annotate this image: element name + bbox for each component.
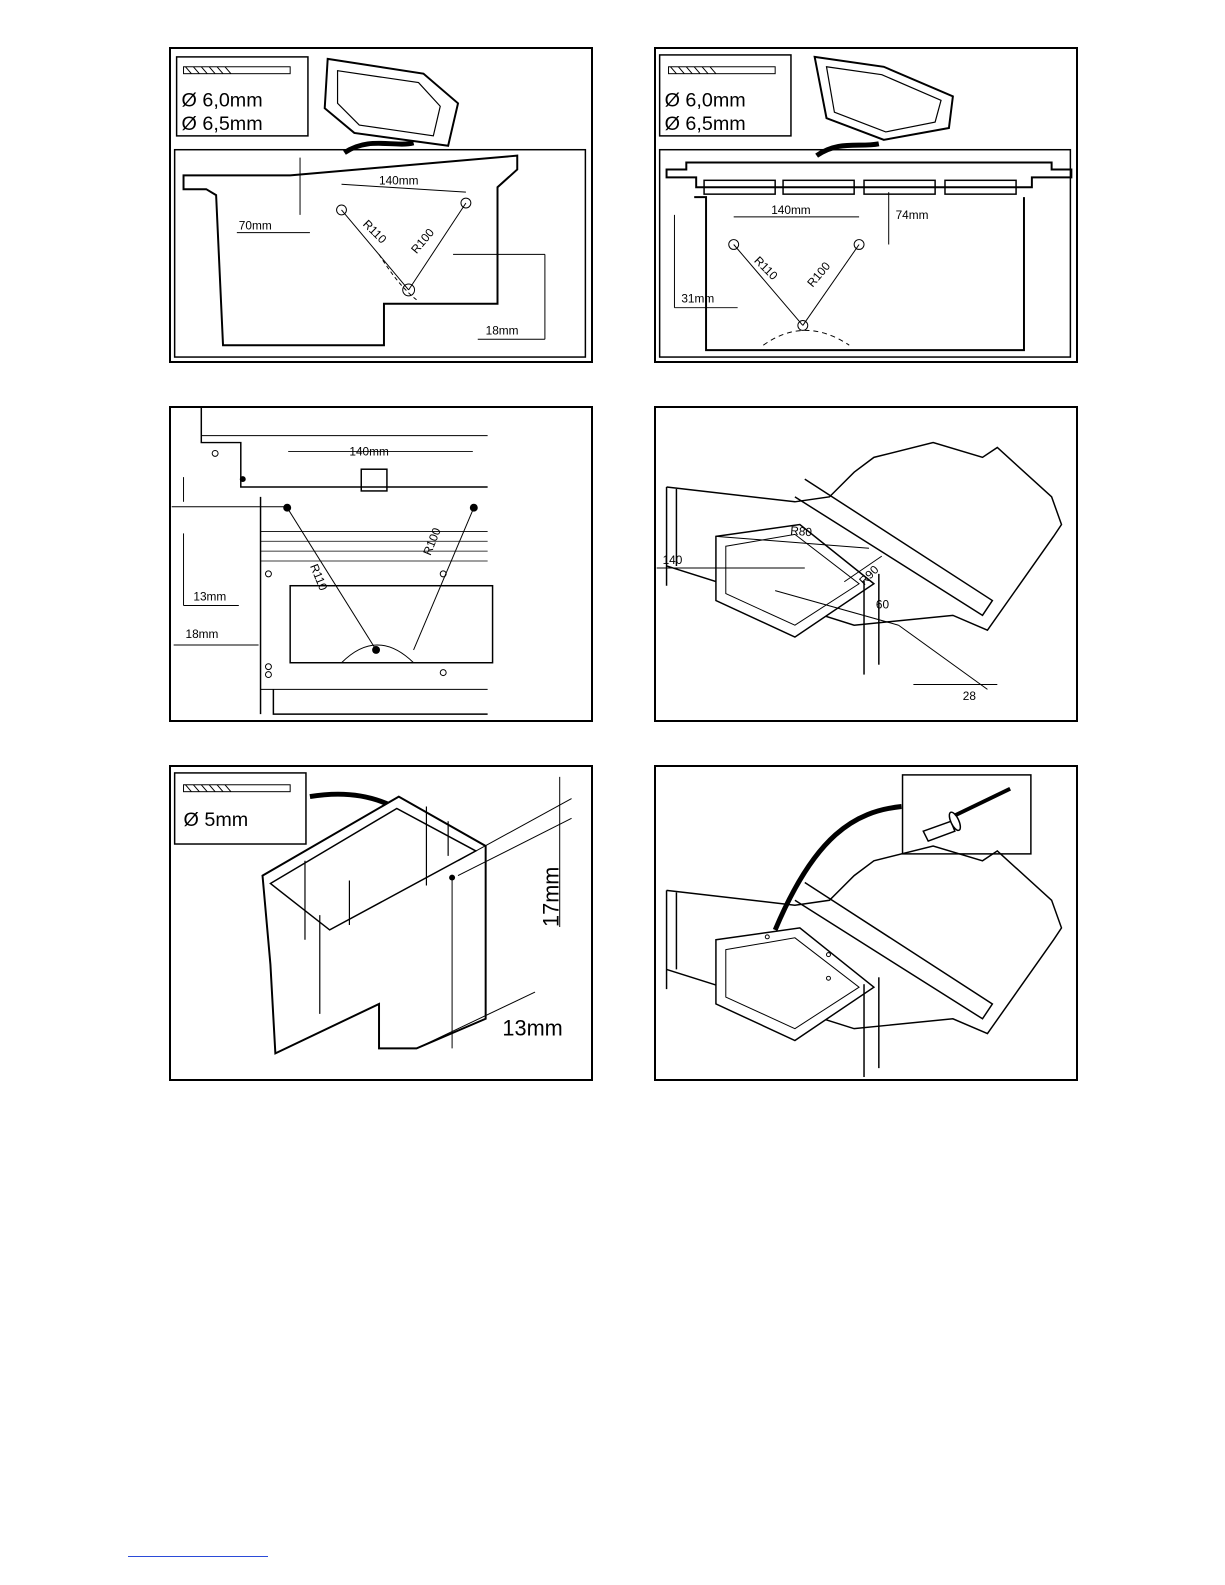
dim-spacing: 140mm: [379, 173, 419, 187]
dim-left: 18mm: [186, 627, 219, 641]
dim-height: 17mm: [539, 867, 564, 927]
back-panel-hole-layout: 140mm R110 R100 13mm 18mm: [171, 408, 591, 720]
dim-radius-110: R110: [307, 562, 330, 593]
dim-radius-100: R100: [804, 259, 833, 290]
dim-spacing: 140mm: [771, 203, 811, 217]
drill-bit-icon: [184, 785, 291, 792]
diagram-panel-5: Ø 5mm 17mm 13mm: [169, 765, 593, 1081]
dim-radius-100: R100: [408, 225, 437, 256]
duct-piece-illustration: [325, 59, 458, 153]
diagram-panel-1: Ø 6,0mm Ø 6,5mm 140mm R110 R100 70mm 18m…: [169, 47, 593, 363]
air-duct-rear-cut-drawing: Ø 6,0mm Ø 6,5mm 140mm R110 R100 74mm 31m…: [656, 49, 1076, 361]
diagram-panel-2: Ø 6,0mm Ø 6,5mm 140mm R110 R100 74mm 31m…: [654, 47, 1078, 363]
drill-size-1: Ø 6,0mm: [182, 89, 263, 111]
diagram-panel-4: 140 R80 R90 60 28: [654, 406, 1078, 722]
dim-vertical: 13mm: [193, 590, 226, 604]
duct-piece-illustration: [815, 57, 953, 156]
dim-radius-110: R110: [751, 254, 781, 284]
dim-top: 74mm: [896, 208, 929, 222]
dim-width: 140: [663, 553, 683, 567]
drill-size-1: Ø 6,0mm: [665, 89, 746, 111]
rivet-fixing-drawing: [656, 767, 1076, 1079]
dim-radius-80: R80: [790, 523, 813, 539]
dim-edge: 28: [963, 689, 977, 703]
drill-size: Ø 5mm: [184, 809, 249, 831]
footer-link-underline: [128, 1556, 268, 1557]
dim-left: 70mm: [239, 219, 272, 233]
duct-drill-point-drawing: Ø 5mm 17mm 13mm: [171, 767, 591, 1079]
dim-right: 18mm: [486, 323, 519, 337]
dim-radius-110: R110: [360, 217, 390, 247]
dim-width: 13mm: [502, 1016, 562, 1041]
drill-bit-icon: [184, 67, 291, 74]
air-duct-front-cut-drawing: Ø 6,0mm Ø 6,5mm 140mm R110 R100 70mm 18m…: [171, 49, 591, 361]
drill-bit-icon: [669, 67, 776, 74]
cabinet-top-duct-position: 140 R80 R90 60 28: [656, 408, 1076, 720]
drill-size-2: Ø 6,5mm: [182, 113, 263, 135]
dim-left: 31mm: [681, 292, 714, 306]
dim-depth: 60: [876, 597, 890, 611]
drill-size-2: Ø 6,5mm: [665, 113, 746, 135]
diagram-panel-6: [654, 765, 1078, 1081]
diagram-panel-3: 140mm R110 R100 13mm 18mm: [169, 406, 593, 722]
dim-spacing: 140mm: [349, 444, 389, 458]
